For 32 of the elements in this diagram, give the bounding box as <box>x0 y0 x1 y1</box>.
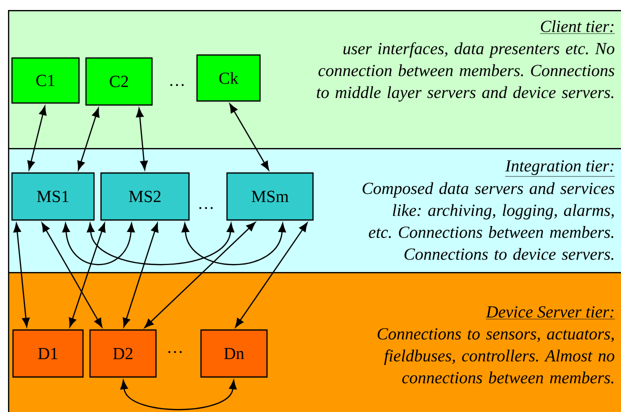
arrow <box>235 222 308 328</box>
arrow <box>68 222 106 328</box>
server-box: C1 <box>11 57 80 104</box>
ellipsis: … <box>199 207 213 209</box>
arrow <box>27 106 47 170</box>
server-box: D2 <box>89 329 157 378</box>
server-box: D1 <box>12 329 84 378</box>
arrow <box>144 222 256 328</box>
arrow <box>182 223 286 266</box>
arrow <box>77 108 100 170</box>
tier-heading: Integration tier: <box>505 160 615 177</box>
tier-description: Connections to sensors, actuators, fieldbuses, controllers. Almost no connections between members. <box>378 328 614 384</box>
tier-description: user interfaces, data presenters etc. No connection between members. Connections to middle layer servers and device servers. <box>316 42 614 102</box>
tier-heading: Device Server tier: <box>486 306 615 320</box>
tier-heading: Client tier: <box>540 20 615 34</box>
arrow <box>62 223 135 266</box>
server-box: MSm <box>226 172 314 221</box>
server-box: Dn <box>200 329 268 378</box>
arrow <box>120 380 237 410</box>
tier-description: Composed data servers and services like: archiving, logging, alarms, etc. Connections between members. Connections to device servers. <box>362 182 614 260</box>
ellipsis: … <box>168 351 182 353</box>
server-box: Ck <box>196 54 261 102</box>
server-box: C2 <box>85 57 153 106</box>
arrow <box>86 223 234 266</box>
arrow <box>136 108 148 170</box>
server-box: MS2 <box>100 172 190 221</box>
ellipsis: … <box>170 84 184 86</box>
arrow <box>42 222 102 328</box>
server-box: MS1 <box>11 172 95 221</box>
arrow <box>229 104 270 170</box>
arrow <box>122 222 158 328</box>
arrow <box>13 223 30 328</box>
